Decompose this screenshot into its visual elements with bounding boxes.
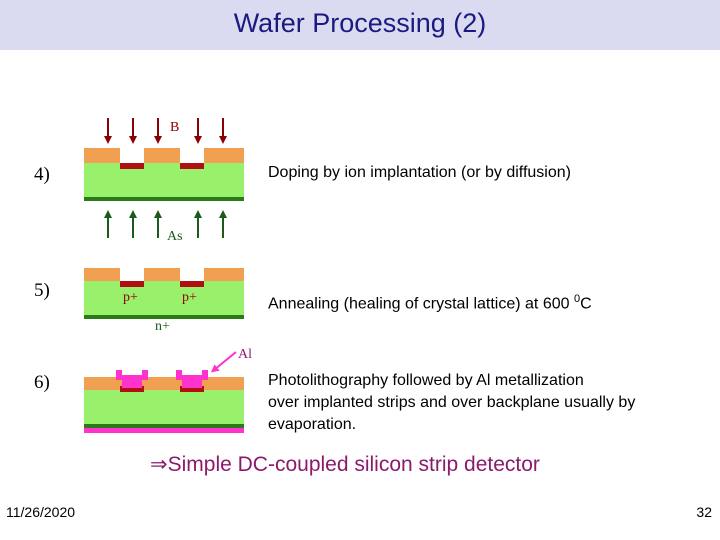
oxide-segment	[144, 148, 180, 163]
step-6-line-3: evaporation.	[268, 416, 357, 433]
step-6-wafer: Al	[84, 347, 252, 433]
step-5-number: 5)	[34, 280, 50, 301]
step-4-description: Doping by ion implantation (or by diffus…	[268, 164, 571, 181]
backside-layer	[84, 424, 244, 428]
n-plus-label: n+	[155, 319, 170, 334]
step-6-line-2: over implanted strips and over backplane…	[268, 394, 636, 411]
p-implant	[180, 163, 204, 169]
p-implant	[180, 386, 204, 392]
step-5-description-main: Annealing (healing of crystal lattice) a…	[268, 295, 574, 313]
step-5-description: Annealing (healing of crystal lattice) a…	[268, 288, 592, 315]
silicon-bulk	[84, 281, 244, 316]
slide-title: Wafer Processing (2)	[233, 8, 487, 38]
step-6-number: 6)	[34, 372, 50, 393]
boron-arrows	[104, 118, 227, 144]
aluminium-arrow	[210, 351, 237, 373]
conclusion-text: Simple DC-coupled silicon strip detector	[167, 453, 540, 476]
arsenic-arrows	[104, 210, 227, 238]
metal-contact	[116, 370, 148, 388]
silicon-bulk	[84, 163, 244, 198]
step-5-temperature-degree: 0	[573, 293, 581, 305]
oxide-segment	[84, 268, 120, 281]
step-5-wafer: p+ p+ n+	[84, 268, 244, 334]
oxide-layer	[84, 377, 244, 390]
page-number: 32	[696, 504, 712, 520]
conclusion: ⇒Simple DC-coupled silicon strip detecto…	[150, 452, 540, 477]
step-6-description: Photolithography followed by Al metalliz…	[268, 370, 635, 436]
aluminium-label: Al	[238, 347, 252, 362]
oxide-segment	[144, 268, 180, 281]
p-implant	[120, 386, 144, 392]
oxide-segment	[84, 148, 120, 163]
step-6-line-1: Photolithography followed by Al metalliz…	[268, 372, 584, 389]
backside-layer	[84, 197, 244, 201]
title-bar	[0, 0, 720, 50]
metal-contact	[176, 370, 208, 388]
oxide-segment	[204, 148, 244, 163]
oxide-segment	[204, 268, 244, 281]
step-4-number: 4)	[34, 164, 50, 185]
p-implant	[180, 281, 204, 287]
backplane-metal	[84, 428, 244, 433]
boron-label: B	[170, 120, 179, 135]
step-4-wafer: B As	[84, 118, 244, 244]
arsenic-label: As	[167, 229, 183, 244]
step-5-temperature-unit: C	[580, 295, 592, 313]
p-plus-label-2: p+	[182, 290, 197, 305]
p-plus-label-1: p+	[123, 290, 138, 305]
silicon-bulk	[84, 390, 244, 425]
p-implant	[120, 281, 144, 287]
implies-arrow: ⇒	[150, 453, 168, 476]
p-implant	[120, 163, 144, 169]
n-plus-backside	[84, 315, 244, 319]
footer-date: 11/26/2020	[6, 504, 76, 520]
